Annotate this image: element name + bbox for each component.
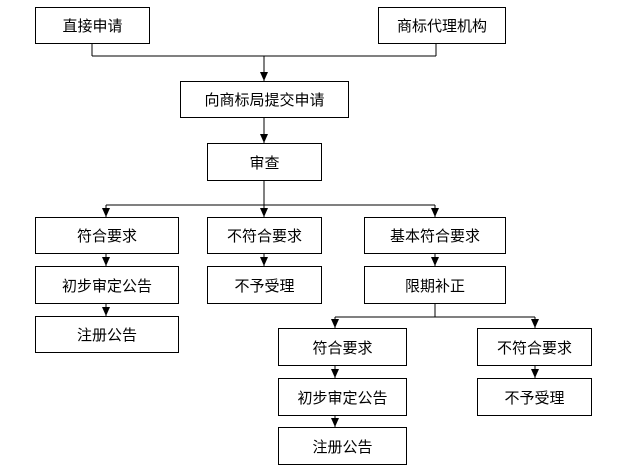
- node-basically-meets: 基本符合要求: [364, 217, 506, 254]
- node-not-meet-requirements-2: 不符合要求: [477, 328, 592, 366]
- node-submit-application: 向商标局提交申请: [180, 81, 349, 118]
- node-review: 审查: [207, 143, 322, 181]
- node-meets-requirements-2: 符合要求: [278, 328, 407, 366]
- node-preliminary-approval: 初步审定公告: [35, 266, 179, 304]
- node-preliminary-approval-2: 初步审定公告: [278, 378, 407, 416]
- node-registration-announcement: 注册公告: [35, 316, 179, 353]
- node-meets-requirements: 符合要求: [35, 217, 179, 254]
- node-not-accepted: 不予受理: [207, 266, 322, 304]
- node-not-meet-requirements: 不符合要求: [207, 217, 322, 254]
- node-trademark-agency: 商标代理机构: [378, 7, 506, 44]
- node-correction-deadline: 限期补正: [364, 266, 506, 304]
- node-direct-application: 直接申请: [35, 7, 150, 44]
- node-registration-announcement-2: 注册公告: [278, 427, 407, 465]
- node-not-accepted-2: 不予受理: [477, 378, 592, 416]
